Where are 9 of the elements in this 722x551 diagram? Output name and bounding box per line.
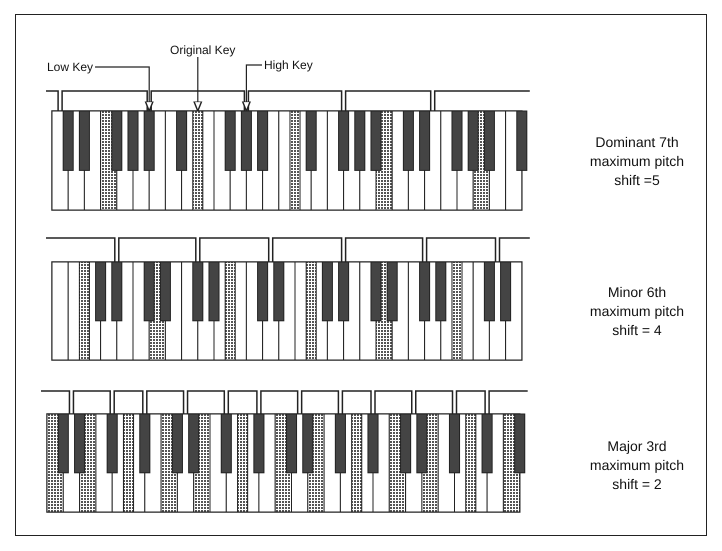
interval-description: Dominant 7th maximum pitch shift =5 (588, 133, 686, 190)
key-label: Original Key (168, 43, 238, 57)
interval-description: Major 3rd maximum pitch shift = 2 (588, 437, 686, 494)
leader-arrow (95, 66, 154, 112)
leader-arrow (242, 64, 262, 112)
key-label: Low Key (45, 60, 96, 74)
interval-description: Minor 6th maximum pitch shift = 4 (588, 283, 686, 340)
leader-arrow (193, 57, 202, 112)
key-label: High Key (262, 58, 315, 72)
